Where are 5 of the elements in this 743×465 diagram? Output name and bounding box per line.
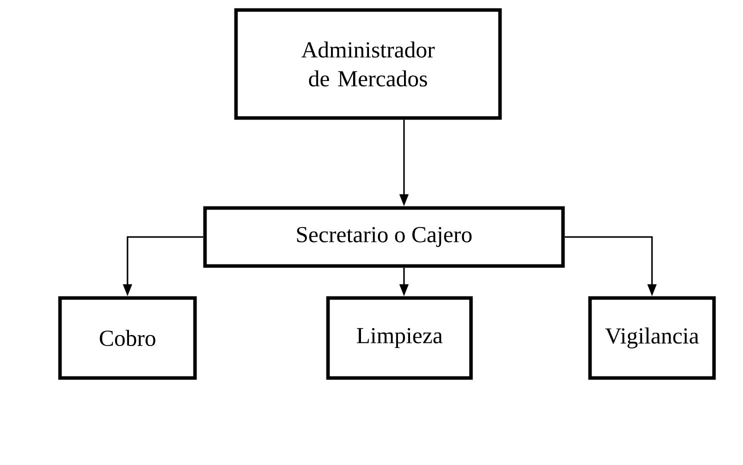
org-box: Administrador de Mercados [234, 8, 502, 120]
org-box: Secretario o Cajero [203, 206, 565, 268]
org-box: Cobro [58, 296, 197, 380]
org-box: Vigilancia [588, 296, 716, 380]
org-box: Limpieza [326, 296, 473, 380]
